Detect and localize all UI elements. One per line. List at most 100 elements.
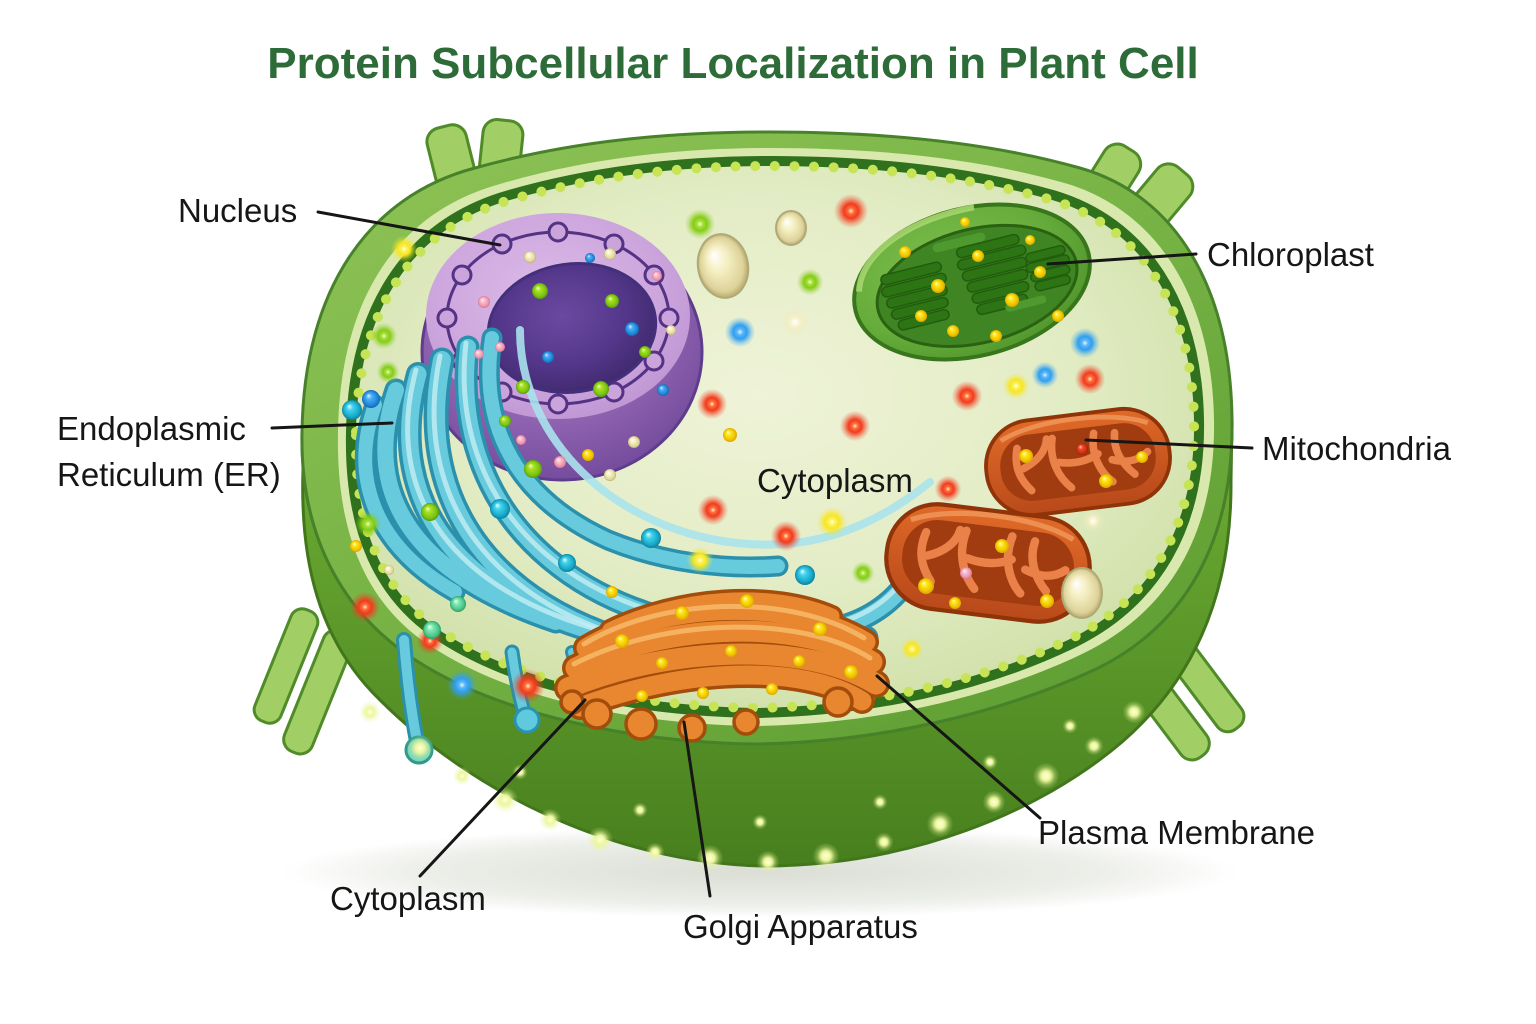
protein-dot-chloroplast [1025,235,1035,245]
protein-dot-chloroplast [899,246,911,258]
protein-dot-cytosol [349,591,381,623]
protein-dot-cytosol [724,316,756,348]
protein-dot-endoplasmic_reticulum [362,390,380,408]
protein-dot-front_face [452,766,472,786]
protein-dot-endoplasmic_reticulum [558,554,576,572]
protein-dot-cytosol [510,668,546,704]
protein-dot-front_face [1032,762,1060,790]
protein-dot-chloroplast [1034,266,1046,278]
protein-dot-chloroplast [1005,293,1019,307]
protein-dot-cytosol [354,510,382,538]
protein-dot-front_face [586,826,614,854]
protein-dot-nucleus [474,349,484,359]
protein-dot-golgi_apparatus [740,594,754,608]
protein-dot-nucleus [516,435,526,445]
protein-dot-chloroplast [990,330,1002,342]
protein-dot-mitochondria [1019,449,1033,463]
protein-dot-endoplasmic_reticulum [641,528,661,548]
protein-dot-nucleus [666,325,676,335]
protein-dot-chloroplast [947,325,959,337]
protein-dot-endoplasmic_reticulum [795,565,815,585]
endoplasmic-reticulum [354,326,934,765]
protein-dot-golgi_apparatus [656,657,668,669]
protein-dot-front_face [756,850,780,874]
golgi-vesicles [559,686,854,743]
protein-dot-nucleus [652,271,662,281]
protein-dot-cytosol [839,410,871,442]
leader-line-er [270,421,394,430]
protein-dot-cytosol [851,561,875,585]
protein-dot-cytosol [796,268,824,296]
protein-dot-front_face [1062,718,1078,734]
protein-dot-chloroplast [960,217,970,227]
protein-dot-chloroplast [972,250,984,262]
protein-dot-cytosol [370,322,398,350]
protein-dot-nucleus [604,248,616,260]
protein-dot-cytosol [446,669,478,701]
protein-dot-front_face [812,842,840,870]
label-mitochondria: Mitochondria [1262,430,1452,467]
grana-stacks [880,232,1071,331]
protein-dot-golgi_apparatus [844,665,858,679]
label-plasma-membrane: Plasma Membrane [1038,814,1315,851]
protein-dot-front_face [538,808,562,832]
protein-dot-cytosol [390,235,418,263]
protein-dot-mitochondria [1040,594,1054,608]
protein-dot-front_face [982,790,1006,814]
protein-dot-mitochondria [918,578,934,594]
protein-dot-cytosol [951,380,983,412]
protein-dot-cytosol [1081,509,1105,533]
protein-dot-front_face [406,734,434,762]
protein-dot-endoplasmic_reticulum [342,400,362,420]
protein-dot-golgi_apparatus [636,690,648,702]
label-er-line1: Endoplasmic [57,410,246,447]
protein-dot-cytosol [1074,363,1106,395]
protein-dot-golgi_apparatus [813,622,827,636]
protein-dot-nucleus [657,384,669,396]
protein-dot-golgi_apparatus [675,606,689,620]
protein-dot-nucleus [516,380,530,394]
mitochondrion-2 [884,502,1092,624]
protein-dot-nucleus [593,381,609,397]
protein-dot-mitochondria [995,539,1009,553]
protein-dot-nucleus [478,296,490,308]
protein-dot-front_face [358,700,382,724]
vesicles [696,210,1103,619]
protein-dot-chloroplast [1052,310,1064,322]
protein-dot-chloroplast [931,279,945,293]
label-er-line2: Reticulum (ER) [57,456,281,493]
protein-dot-front_face [632,802,648,818]
protein-dot-front_face [752,814,768,830]
protein-dot-front_face [1122,700,1146,724]
protein-dot-nucleus [542,351,554,363]
protein-dot-golgi_apparatus [766,683,778,695]
protein-dot-nucleus [639,346,651,358]
protein-dot-endoplasmic_reticulum [490,499,510,519]
protein-dot-mitochondria [1099,474,1113,488]
protein-dot-cytosol [779,306,811,338]
protein-dot-endoplasmic_reticulum [423,621,441,639]
protein-dot-cytosol [697,494,729,526]
protein-dot-front_face [872,794,888,810]
protein-dot-golgi_apparatus [606,586,618,598]
protein-dot-cytosol [816,506,848,538]
protein-dot-cytosol [1031,361,1059,389]
protein-dot-cytosol [696,388,728,420]
leader-lines [270,210,1254,898]
er-end-bulb [513,706,541,734]
protein-dot-golgi_apparatus [793,655,805,667]
protein-dot-front_face [645,842,665,862]
protein-dot-cytosol [1069,327,1101,359]
protein-dot-nucleus [532,283,548,299]
leader-line-nucleus [316,210,502,247]
protein-dot-mitochondria [1136,451,1148,463]
cristae [917,525,1070,598]
protein-dot-endoplasmic_reticulum [384,565,394,575]
protein-dot-front_face [512,764,528,780]
protein-dot-nucleus [499,415,511,427]
protein-dot-endoplasmic_reticulum [350,540,362,552]
ground-shadow [280,826,1240,918]
leader-line-plasma-membrane [875,674,1042,820]
